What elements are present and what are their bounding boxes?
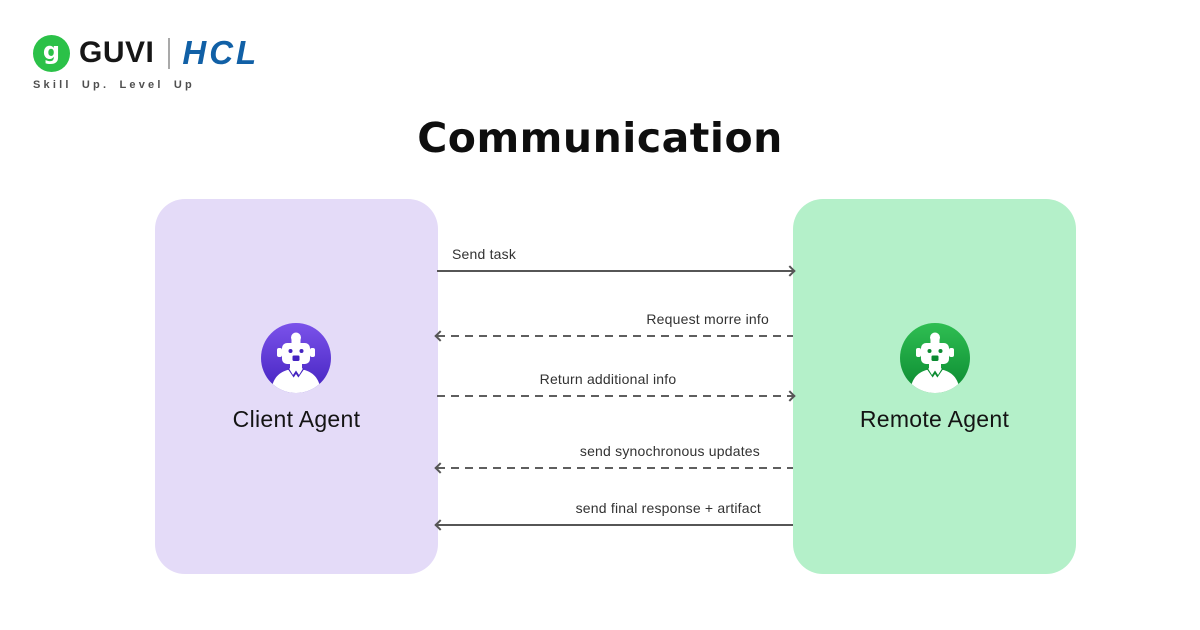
message-send-task: Send task — [437, 232, 796, 277]
message-label: Send task — [452, 246, 517, 262]
client-agent-box: Client Agent — [155, 199, 438, 574]
remote-agent-robot-icon — [899, 322, 970, 393]
message-label: Return additional info — [539, 371, 677, 387]
guvi-wordmark: GUVI — [79, 36, 155, 69]
arrow-line — [437, 265, 796, 277]
hcl-wordmark: HCL — [182, 34, 260, 71]
message-label: send synochronous updates — [579, 443, 760, 459]
arrow-line — [434, 330, 793, 342]
remote-agent-box: Remote Agent — [793, 199, 1076, 574]
brand-tagline: Skill Up. Level Up — [33, 79, 195, 91]
message-label: Request morre info — [646, 311, 769, 327]
message-send-synchronous-updates: send synochronous updates — [434, 429, 793, 474]
page-title: Communication — [417, 114, 783, 162]
brand-divider — [168, 37, 171, 69]
brand-header: g GUVI HCL Skill Up. Level Up — [33, 34, 259, 91]
client-agent-robot-icon — [261, 322, 332, 393]
message-label: send final response + artifact — [575, 500, 761, 516]
remote-agent-label: Remote Agent — [859, 405, 1010, 432]
arrow-line — [437, 390, 796, 402]
guvi-monogram: g — [42, 37, 61, 65]
message-request-more-info: Request morre info — [434, 297, 793, 342]
client-agent-label: Client Agent — [232, 405, 361, 432]
message-send-final-response: send final response + artifact — [434, 486, 793, 531]
arrow-line — [434, 519, 793, 531]
guvi-logo-icon: g — [33, 34, 70, 72]
message-return-additional-info: Return additional info — [437, 357, 796, 402]
arrow-line — [434, 462, 793, 474]
